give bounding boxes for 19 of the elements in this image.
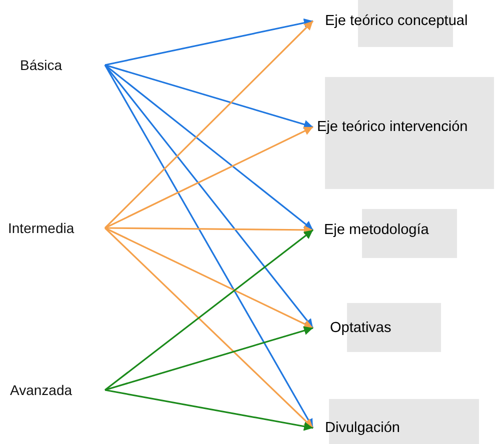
node-label: Eje teórico conceptual — [325, 13, 468, 29]
arrow — [104, 229, 314, 391]
arrow — [104, 126, 314, 229]
arrow — [104, 20, 314, 229]
node-label: Avanzada — [10, 382, 72, 398]
arrow — [105, 225, 313, 234]
arrow — [104, 389, 314, 431]
arrow — [104, 227, 314, 429]
arrow — [104, 64, 314, 231]
arrow — [104, 64, 314, 129]
arrow — [104, 64, 314, 328]
node-label: Intermedia — [8, 220, 74, 236]
node-label: Eje metodología — [324, 222, 429, 238]
node-label: Básica — [20, 57, 62, 73]
node-label: Optativas — [330, 320, 392, 336]
arrow — [104, 18, 314, 66]
arrow — [104, 326, 314, 391]
arrow — [104, 64, 314, 428]
arrow — [104, 227, 314, 329]
